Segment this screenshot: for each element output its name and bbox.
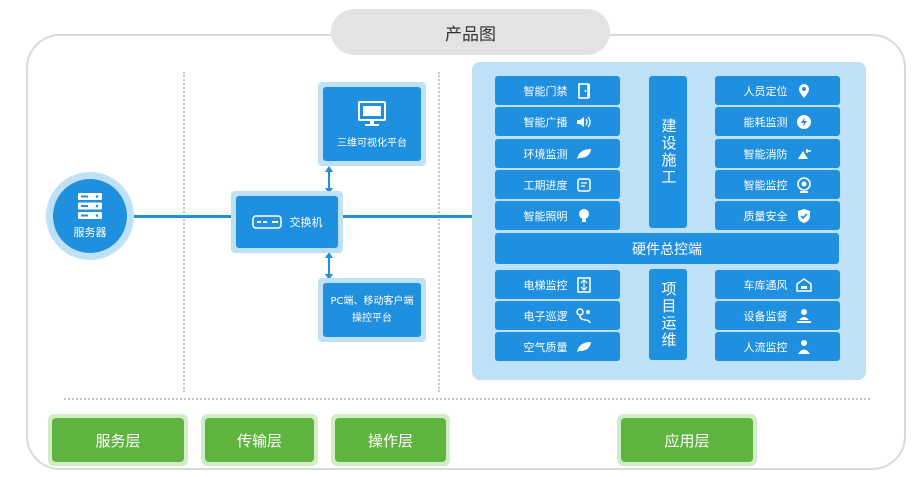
tile-garage-ventilation[interactable]: 车库通风 — [715, 270, 840, 299]
tile-label: 工期进度 — [523, 178, 568, 192]
tile-smart-access[interactable]: 智能门禁 — [495, 76, 620, 105]
tile-label: 空气质量 — [523, 340, 568, 354]
layer-service[interactable]: 服务层 — [48, 414, 188, 466]
arrow-up-icon — [325, 166, 333, 172]
tile-label: 设备监督 — [743, 309, 788, 323]
people-icon — [796, 339, 812, 355]
tile-label: 环境监测 — [523, 147, 568, 161]
tile-label: 人员定位 — [743, 84, 788, 98]
tile-energy-monitor[interactable]: 能耗监测 — [715, 107, 840, 136]
schedule-icon — [576, 177, 592, 193]
diagram-title: 产品图 — [331, 9, 610, 55]
speaker-icon — [576, 114, 592, 130]
platform-client: PC端、移动客户端 操控平台 — [318, 278, 426, 342]
link-server-switch — [134, 215, 236, 218]
leaf-icon — [576, 339, 592, 355]
arrow-up-icon — [325, 252, 333, 258]
tile-label: 能耗监测 — [743, 115, 788, 129]
server-label: 服务器 — [73, 226, 107, 239]
fire-extinguisher-icon — [796, 146, 812, 162]
layer-operation-label: 操作层 — [335, 418, 446, 462]
tile-label: 智能广播 — [523, 115, 568, 129]
person-device-icon — [796, 308, 812, 324]
door-icon — [576, 82, 592, 99]
layer-operation[interactable]: 操作层 — [331, 414, 450, 466]
link-switch-panel — [343, 215, 472, 218]
platform-client-line2: 操控平台 — [352, 313, 392, 324]
tile-crowd-monitor[interactable]: 人流监控 — [715, 332, 840, 361]
link-switch-client — [328, 254, 330, 276]
tile-label: 智能门禁 — [523, 84, 568, 98]
tile-label: 电子巡逻 — [523, 309, 568, 323]
divider-horizontal — [64, 398, 870, 400]
tile-elevator-monitor[interactable]: 电梯监控 — [495, 270, 620, 299]
elevator-icon — [576, 276, 592, 293]
layer-application[interactable]: 应用层 — [617, 414, 757, 466]
bulb-icon — [576, 208, 592, 224]
monitor-icon — [358, 100, 386, 126]
energy-icon — [796, 114, 812, 130]
patrol-route-icon — [575, 307, 592, 324]
layer-transport-label: 传输层 — [205, 418, 314, 462]
switch-label: 交换机 — [289, 216, 323, 229]
layer-application-label: 应用层 — [621, 418, 753, 462]
server-icon — [78, 193, 102, 219]
tile-label: 人流监控 — [743, 340, 788, 354]
tile-smart-fire[interactable]: 智能消防 — [715, 139, 840, 168]
tile-label: 智能消防 — [743, 147, 788, 161]
tile-label: 智能照明 — [523, 209, 568, 223]
tile-personnel-location[interactable]: 人员定位 — [715, 76, 840, 105]
tile-smart-surveillance[interactable]: 智能监控 — [715, 170, 840, 199]
construction-column: 建设施工 — [649, 76, 687, 228]
platform-3d-label: 三维可视化平台 — [337, 137, 407, 149]
tile-smart-lighting[interactable]: 智能照明 — [495, 201, 620, 230]
operation-label: 项目运维 — [659, 280, 678, 349]
construction-label: 建设施工 — [659, 118, 678, 186]
divider-1 — [183, 72, 185, 392]
link-switch-3d — [328, 170, 330, 190]
tile-label: 车库通风 — [743, 278, 788, 292]
leaf-icon — [576, 146, 592, 162]
garage-icon — [795, 277, 812, 293]
layer-service-label: 服务层 — [52, 418, 184, 462]
server-node: 服务器 — [46, 172, 134, 260]
divider-2 — [438, 72, 440, 392]
layer-transport[interactable]: 传输层 — [201, 414, 318, 466]
tile-label: 智能监控 — [743, 178, 788, 192]
tile-env-monitor[interactable]: 环境监测 — [495, 139, 620, 168]
tile-label: 电梯监控 — [523, 278, 568, 292]
location-pin-icon — [796, 83, 812, 99]
tile-e-patrol[interactable]: 电子巡逻 — [495, 301, 620, 330]
switch-node: 交换机 — [231, 191, 343, 253]
tile-air-quality[interactable]: 空气质量 — [495, 332, 620, 361]
platform-client-line1: PC端、移动客户端 — [330, 296, 414, 307]
tile-label: 质量安全 — [743, 209, 788, 223]
platform-3d: 三维可视化平台 — [318, 82, 426, 166]
arrow-down-icon — [325, 274, 333, 280]
tile-schedule[interactable]: 工期进度 — [495, 170, 620, 199]
tile-quality-safety[interactable]: 质量安全 — [715, 201, 840, 230]
operation-column: 项目运维 — [649, 269, 687, 360]
tile-smart-broadcast[interactable]: 智能广播 — [495, 107, 620, 136]
hardware-hub: 硬件总控端 — [495, 233, 839, 264]
shield-icon — [796, 208, 812, 224]
camera-icon — [796, 176, 812, 193]
switch-icon — [251, 215, 282, 229]
tile-equipment-supervision[interactable]: 设备监督 — [715, 301, 840, 330]
